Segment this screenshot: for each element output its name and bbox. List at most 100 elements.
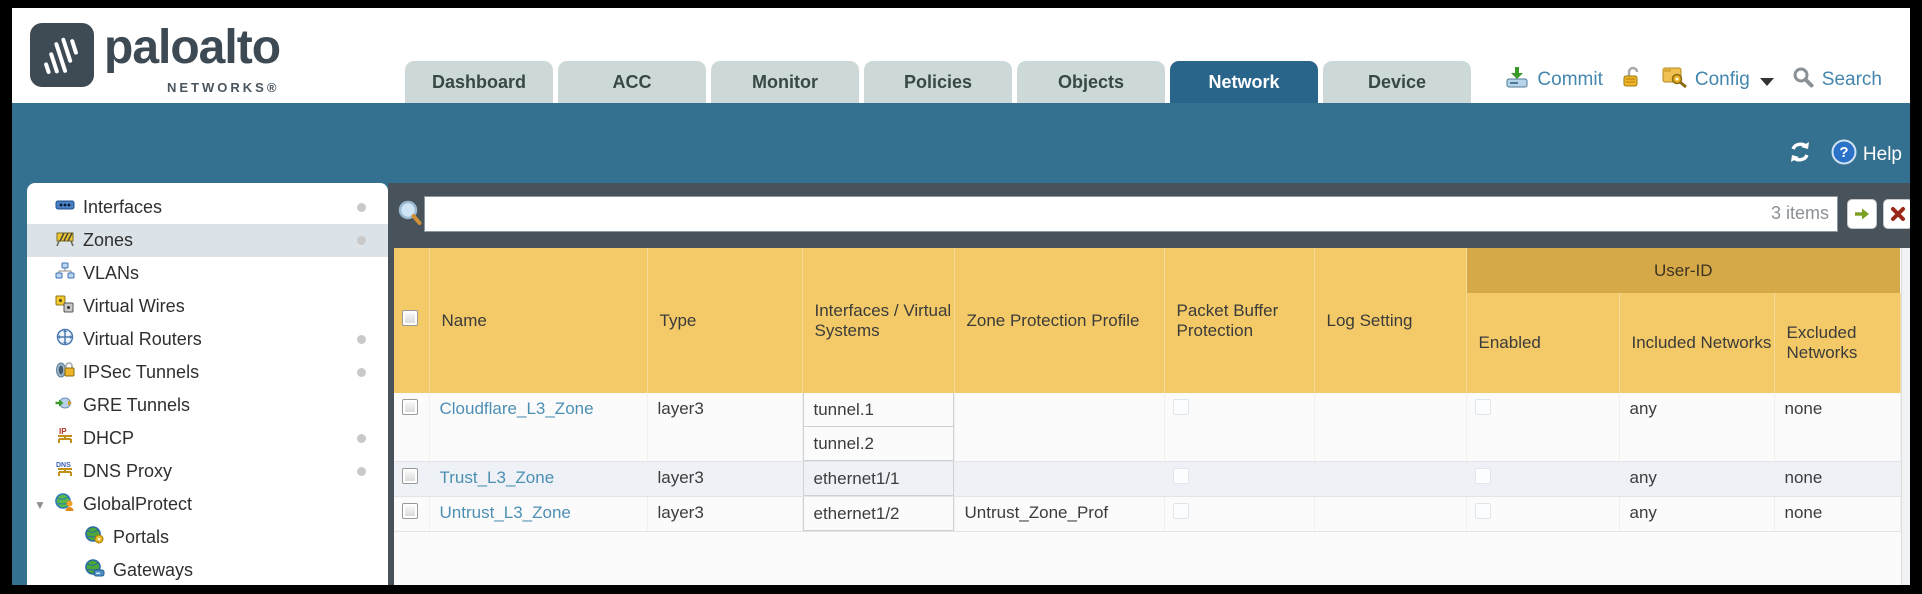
gre-tunnels-icon (55, 394, 75, 417)
zone-name-link[interactable]: Cloudflare_L3_Zone (439, 399, 594, 418)
gateways-icon (85, 559, 105, 582)
row-checkbox[interactable] (402, 468, 418, 484)
filter-search-input[interactable] (424, 196, 1838, 232)
col-header-zone-protection-profile[interactable]: Zone Protection Profile (954, 248, 1165, 393)
select-all-checkbox[interactable] (402, 310, 418, 326)
go-arrow-button[interactable] (1847, 199, 1877, 229)
top-header: paloalto NETWORKS® Dashboard ACC Monitor… (12, 8, 1910, 103)
virtual-wires-icon (55, 295, 75, 318)
col-header-included-networks[interactable]: Included Networks (1619, 293, 1775, 393)
sidebar-item-interfaces[interactable]: Interfaces (27, 191, 388, 224)
user-id-enabled-checkbox[interactable] (1474, 468, 1491, 484)
brand-wordmark: paloalto (104, 21, 281, 74)
sidebar-item-gateways[interactable]: Gateways (27, 554, 388, 585)
svg-text:IP: IP (59, 427, 67, 436)
tab-policies[interactable]: Policies (864, 61, 1012, 103)
included-networks: any (1619, 496, 1775, 532)
sidebar-item-globalprotect[interactable]: ▼ GlobalProtect (34, 493, 193, 516)
user-id-enabled-checkbox[interactable] (1474, 503, 1491, 519)
sidebar-item-zones[interactable]: Zones (27, 224, 388, 257)
interface-cell: ethernet1/2 (802, 497, 954, 531)
utility-bar: Commit Config (1505, 63, 1882, 97)
magnifier-icon[interactable] (397, 199, 423, 234)
row-checkbox[interactable] (402, 503, 418, 519)
table-row: Untrust_L3_Zone layer3 ethernet1/2 Untru… (394, 496, 1901, 532)
scrollbar-track[interactable] (1901, 248, 1910, 585)
col-header-packet-buffer-protection[interactable]: Packet Buffer Protection (1164, 248, 1315, 393)
col-header-log-setting[interactable]: Log Setting (1314, 248, 1467, 393)
col-header-interfaces[interactable]: Interfaces / Virtual Systems (802, 248, 955, 393)
row-checkbox[interactable] (402, 399, 418, 415)
zones-icon (55, 229, 75, 252)
dhcp-icon: IP (55, 427, 75, 450)
svg-text:DNS: DNS (56, 462, 71, 469)
tab-dashboard[interactable]: Dashboard (405, 61, 553, 103)
expander-triangle-icon[interactable]: ▼ (34, 498, 46, 512)
sidebar-item-ipsec-tunnels[interactable]: IPSec Tunnels (27, 356, 388, 389)
app-frame: paloalto NETWORKS® Dashboard ACC Monitor… (12, 8, 1910, 585)
interface-cell: tunnel.1 (802, 393, 954, 427)
svg-text:?: ? (1839, 144, 1848, 161)
help-icon: ? (1831, 139, 1857, 171)
tab-device[interactable]: Device (1323, 61, 1471, 103)
network-sidebar: Interfaces Zones VLANs Virtual Wires Vir… (27, 183, 388, 585)
zone-type: layer3 (647, 496, 803, 532)
interface-cell: tunnel.2 (802, 427, 954, 461)
col-header-type[interactable]: Type (647, 248, 803, 393)
zone-type: layer3 (647, 393, 803, 462)
commit-icon (1505, 66, 1529, 94)
globalprotect-icon (55, 493, 75, 516)
packet-buffer-checkbox[interactable] (1172, 399, 1189, 415)
zone-name-link[interactable]: Untrust_L3_Zone (439, 503, 571, 522)
paloalto-logo-icon (30, 23, 94, 87)
search-button[interactable]: Search (1821, 69, 1882, 90)
dns-proxy-icon: DNS (55, 460, 75, 483)
config-button[interactable]: Config (1694, 69, 1750, 90)
sidebar-item-gre-tunnels[interactable]: GRE Tunnels (27, 389, 388, 422)
tab-acc[interactable]: ACC (558, 61, 706, 103)
tab-objects[interactable]: Objects (1017, 61, 1165, 103)
log-setting (1314, 496, 1467, 532)
sidebar-item-virtual-routers[interactable]: Virtual Routers (27, 323, 388, 356)
zone-protection-profile (954, 461, 1165, 497)
interfaces-icon (55, 196, 75, 219)
excluded-networks: none (1774, 393, 1901, 462)
zone-type: layer3 (647, 461, 803, 497)
search-icon (1792, 66, 1814, 94)
tab-monitor[interactable]: Monitor (711, 61, 859, 103)
sidebar-item-virtual-wires[interactable]: Virtual Wires (27, 290, 388, 323)
status-dot (357, 335, 366, 344)
packet-buffer-checkbox[interactable] (1172, 468, 1189, 484)
zone-name-link[interactable]: Trust_L3_Zone (439, 468, 555, 487)
brand-networks: NETWORKS® (167, 80, 280, 95)
refresh-icon[interactable] (1787, 140, 1813, 170)
lock-icon[interactable] (1621, 66, 1643, 94)
vlans-icon (55, 262, 75, 285)
portals-icon (85, 526, 105, 549)
zone-protection-profile (954, 393, 1165, 462)
select-all-column (394, 248, 430, 393)
zone-protection-profile: Untrust_Zone_Prof (954, 496, 1165, 532)
excluded-networks: none (1774, 461, 1901, 497)
ipsec-tunnels-icon (55, 361, 75, 384)
table-row: Trust_L3_Zone layer3 ethernet1/1 any non… (394, 461, 1901, 497)
sidebar-item-portals[interactable]: Portals (27, 521, 388, 554)
commit-button[interactable]: Commit (1537, 69, 1603, 90)
help-link[interactable]: Help (1862, 144, 1902, 165)
excluded-networks: none (1774, 496, 1901, 532)
col-header-enabled[interactable]: Enabled (1466, 293, 1620, 393)
log-setting (1314, 393, 1467, 462)
sidebar-item-dhcp[interactable]: IP DHCP (27, 422, 388, 455)
sidebar-item-vlans[interactable]: VLANs (27, 257, 388, 290)
col-header-name[interactable]: Name (429, 248, 648, 393)
user-id-enabled-checkbox[interactable] (1474, 399, 1491, 415)
status-dot (357, 434, 366, 443)
sidebar-item-dns-proxy[interactable]: DNS DNS Proxy (27, 455, 388, 488)
col-header-excluded-networks[interactable]: Excluded Networks (1774, 293, 1901, 393)
status-dot (357, 236, 366, 245)
caret-down-icon[interactable] (1759, 78, 1774, 86)
packet-buffer-checkbox[interactable] (1172, 503, 1189, 519)
config-icon (1661, 65, 1687, 95)
clear-filter-button[interactable] (1883, 199, 1910, 229)
tab-network[interactable]: Network (1170, 61, 1318, 103)
